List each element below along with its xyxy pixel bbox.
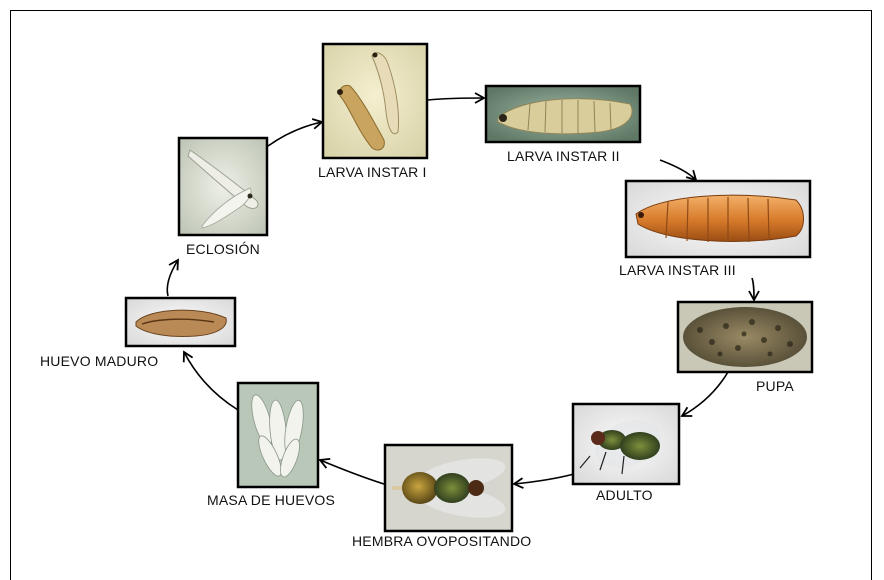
label-pupa: PUPA xyxy=(756,378,794,394)
label-hembra-ovopositando: HEMBRA OVOPOSITANDO xyxy=(352,533,531,549)
huevo-maduro-photo xyxy=(126,298,235,346)
arrow-eclosion-to-larva-i xyxy=(268,122,322,146)
arrow-larva-ii-to-larva-iii xyxy=(660,160,696,180)
arrow-larva-iii-to-pupa xyxy=(752,278,754,300)
hembra-ovopositando-photo xyxy=(385,445,512,531)
label-larva-instar-i: LARVA INSTAR I xyxy=(318,164,427,180)
arrow-huevo-to-eclosion xyxy=(167,260,178,296)
label-larva-instar-ii: LARVA INSTAR II xyxy=(507,148,620,164)
adulto-photo xyxy=(573,404,679,484)
arrow-adulto-to-hembra xyxy=(514,474,574,484)
eclosion-photo xyxy=(179,138,267,235)
label-eclosion: ECLOSIÓN xyxy=(186,241,260,257)
masa-de-huevos-photo xyxy=(238,383,318,487)
larva-instar-ii-photo xyxy=(486,86,640,142)
arrow-larva-i-to-larva-ii xyxy=(428,98,484,100)
arrow-pupa-to-adulto xyxy=(682,372,728,416)
label-larva-instar-iii: LARVA INSTAR III xyxy=(619,262,736,278)
pupa-photo xyxy=(678,302,812,372)
label-adulto: ADULTO xyxy=(596,487,653,503)
arrow-masa-to-huevo xyxy=(184,352,238,410)
larva-instar-iii-photo xyxy=(626,181,810,257)
larva-instar-i-photo xyxy=(323,44,427,158)
arrow-hembra-to-masa xyxy=(320,460,384,484)
label-huevo-maduro: HUEVO MADURO xyxy=(40,353,158,369)
label-masa-de-huevos: MASA DE HUEVOS xyxy=(207,492,335,508)
